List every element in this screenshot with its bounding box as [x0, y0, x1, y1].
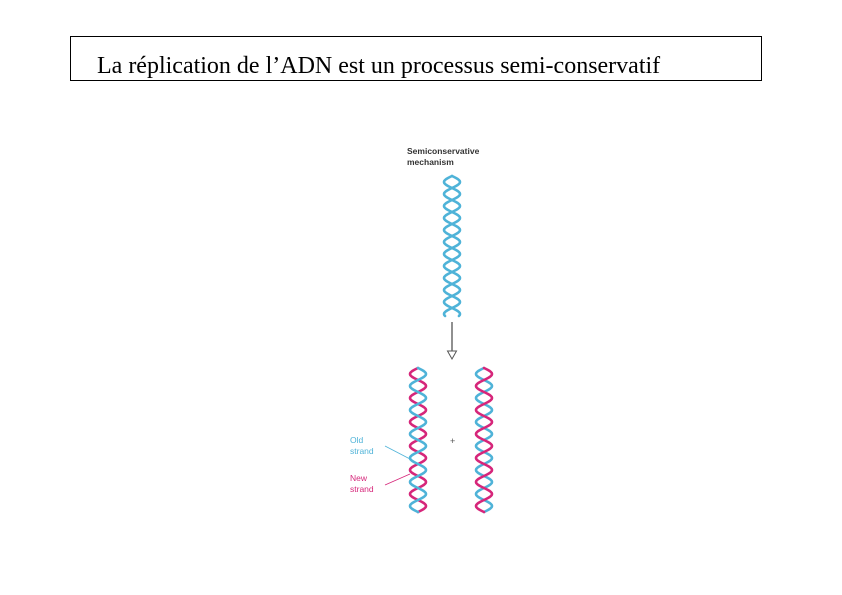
new-strand-label-line1: New	[350, 473, 368, 483]
new-strand-label-line2: strand	[350, 484, 374, 494]
figure-heading-line2: mechanism	[407, 157, 454, 167]
old-strand-label-line2: strand	[350, 446, 374, 456]
figure-heading-line1: Semiconservative	[407, 146, 480, 156]
down-arrow	[448, 322, 457, 359]
daughter-helix-left	[410, 368, 426, 512]
daughter-helix-right	[476, 368, 492, 512]
old-strand-pointer	[385, 446, 410, 459]
plus-sign: +	[450, 436, 455, 446]
parent-double-helix	[444, 176, 460, 316]
old-strand-label-line1: Old	[350, 435, 364, 445]
new-strand-pointer	[385, 474, 410, 485]
